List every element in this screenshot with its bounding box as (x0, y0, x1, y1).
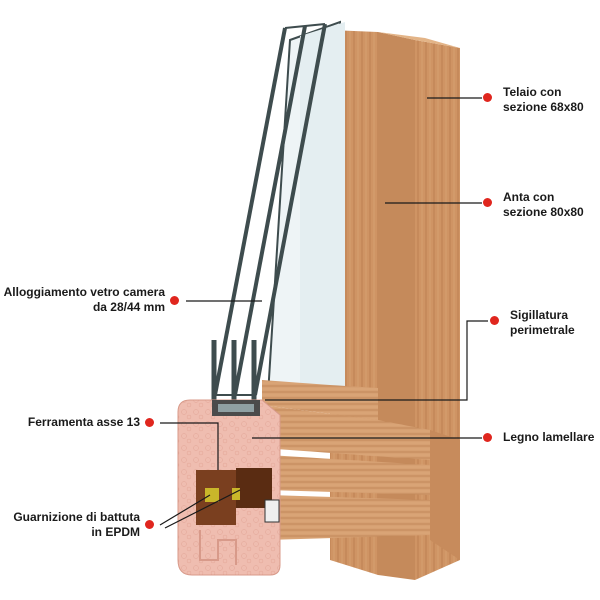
label-telaio-line1: Telaio con (503, 85, 562, 99)
label-anta-line1: Anta con (503, 190, 555, 204)
label-ferramenta-line1: Ferramenta asse 13 (27, 415, 140, 429)
label-sigillatura: Sigillatura perimetrale (510, 308, 595, 338)
glass-unit (211, 20, 345, 410)
marker-alloggiamento (170, 296, 179, 305)
label-alloggiamento-line2: da 28/44 mm (92, 300, 165, 314)
label-legno-line1: Legno lamellare (503, 430, 595, 444)
label-guarnizione: Guarnizione di battuta in EPDM (0, 510, 140, 540)
label-sigillatura-line2: perimetrale (510, 323, 575, 337)
marker-ferramenta (145, 418, 154, 427)
label-alloggiamento: Alloggiamento vetro camera da 28/44 mm (0, 285, 165, 315)
label-anta-line2: sezione 80x80 (503, 205, 584, 219)
marker-sigillatura (490, 316, 499, 325)
label-guarnizione-line1: Guarnizione di battuta (13, 510, 140, 524)
leader-ferramenta (160, 422, 219, 470)
marker-legno (483, 433, 492, 442)
label-anta: Anta con sezione 80x80 (503, 190, 595, 220)
leader-lines (159, 97, 488, 529)
label-ferramenta: Ferramenta asse 13 (0, 415, 140, 430)
label-legno: Legno lamellare (503, 430, 598, 445)
label-telaio-line2: sezione 68x80 (503, 100, 584, 114)
label-guarnizione-line2: in EPDM (91, 525, 140, 539)
label-telaio: Telaio con sezione 68x80 (503, 85, 595, 115)
marker-guarnizione (145, 520, 154, 529)
marker-anta (483, 198, 492, 207)
leader-guarnizione-1 (159, 494, 211, 526)
marker-telaio (483, 93, 492, 102)
leader-guarnizione-2 (164, 489, 241, 529)
label-sigillatura-line1: Sigillatura (510, 308, 569, 322)
leader-sigillatura (265, 320, 488, 401)
cross-section (177, 399, 281, 576)
label-alloggiamento-line1: Alloggiamento vetro camera (3, 285, 165, 299)
